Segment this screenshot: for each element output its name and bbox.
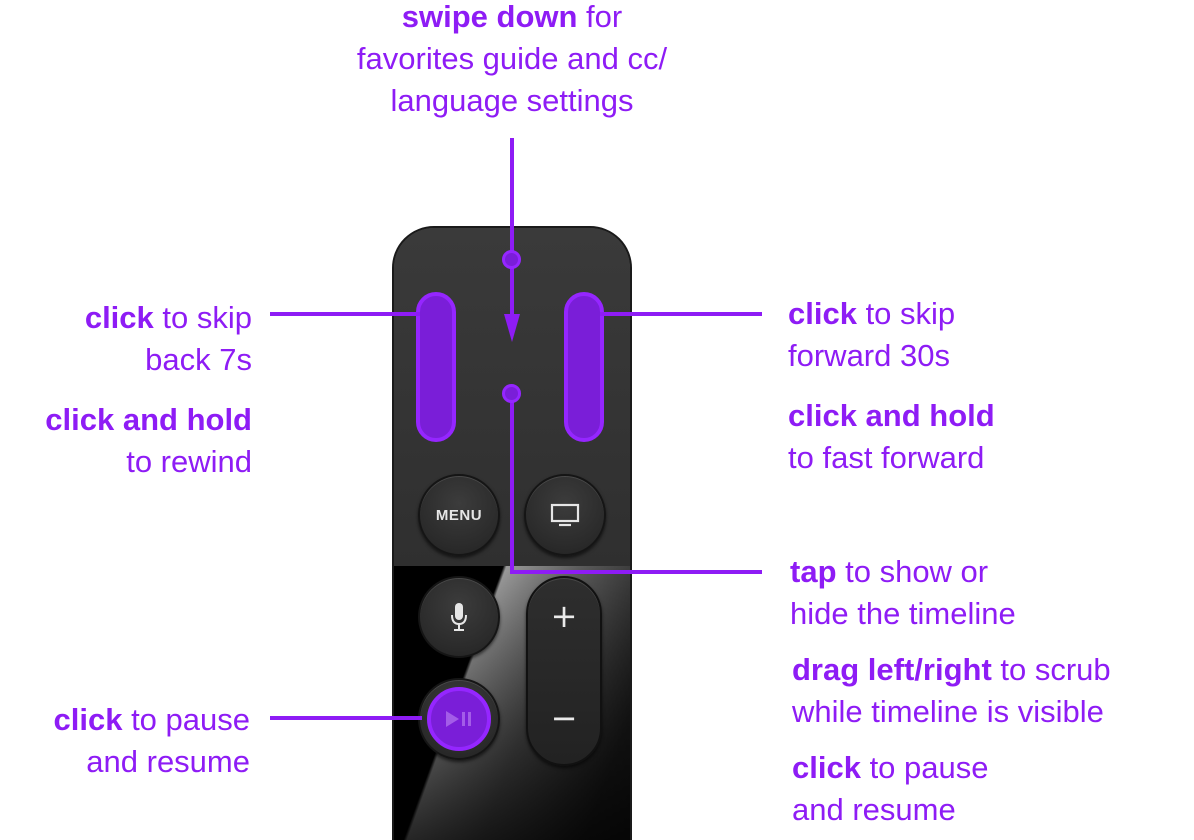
callout-text: and resume bbox=[86, 744, 250, 779]
callout-action: click bbox=[788, 296, 857, 331]
callout-text: hide the timeline bbox=[790, 596, 1016, 631]
callout-action: drag left/right bbox=[792, 652, 992, 687]
tap-line-vertical bbox=[510, 400, 514, 574]
swipe-line bbox=[510, 138, 514, 316]
callout-text: to skip bbox=[153, 300, 252, 335]
pause-callout-left: click to pause and resume bbox=[0, 699, 251, 783]
callout-text: while timeline is visible bbox=[792, 694, 1104, 729]
rewind-callout: click and hold to rewind bbox=[0, 399, 252, 483]
callout-action: click and hold bbox=[45, 402, 252, 437]
menu-button[interactable]: MENU bbox=[418, 474, 500, 556]
callout-text: back 7s bbox=[145, 342, 252, 377]
play-pause-button[interactable] bbox=[418, 678, 500, 760]
callout-action: click bbox=[84, 300, 154, 335]
callout-action: swipe down bbox=[401, 0, 578, 34]
callout-text: forward 30s bbox=[788, 338, 950, 373]
fast-forward-callout: click and hold to fast forward bbox=[788, 395, 995, 479]
callout-action: click bbox=[792, 750, 861, 785]
callout-text: to rewind bbox=[126, 444, 252, 479]
play-pause-icon bbox=[446, 711, 471, 727]
skip-forward-line bbox=[600, 312, 762, 316]
microphone-icon bbox=[451, 603, 467, 631]
tap-dot bbox=[502, 384, 521, 403]
skip-back-line bbox=[270, 312, 420, 316]
tv-button[interactable] bbox=[524, 474, 606, 556]
volume-down-icon[interactable]: − bbox=[550, 699, 578, 737]
skip-back-zone[interactable] bbox=[416, 292, 456, 442]
callout-action: click and hold bbox=[788, 398, 995, 433]
pause-line bbox=[270, 716, 422, 720]
callout-text: favorites guide and cc/ bbox=[356, 41, 668, 76]
scrub-callout: drag left/right to scrub while timeline … bbox=[792, 649, 1111, 733]
callout-action: click bbox=[53, 702, 123, 737]
tap-line-horizontal bbox=[510, 570, 762, 574]
tv-icon bbox=[550, 503, 580, 527]
callout-text: to skip bbox=[856, 296, 956, 331]
pause-callout-right: click to pause and resume bbox=[792, 747, 989, 831]
callout-text: and resume bbox=[792, 792, 956, 827]
callout-text: language settings bbox=[390, 83, 634, 118]
arrow-down-icon bbox=[504, 314, 520, 342]
volume-rocker[interactable]: + − bbox=[526, 576, 602, 766]
callout-action: tap bbox=[790, 554, 837, 589]
skip-forward-callout: click to skip forward 30s bbox=[788, 293, 955, 377]
callout-text: to fast forward bbox=[788, 440, 985, 475]
swipe-down-callout: swipe down for favorites guide and cc/ l… bbox=[300, 0, 724, 122]
volume-up-icon[interactable]: + bbox=[550, 597, 578, 635]
callout-text: for bbox=[577, 0, 623, 34]
callout-text: to scrub bbox=[991, 652, 1111, 687]
callout-text: to show or bbox=[836, 554, 989, 589]
play-pause-highlight bbox=[427, 687, 491, 751]
siri-button[interactable] bbox=[418, 576, 500, 658]
skip-forward-zone[interactable] bbox=[564, 292, 604, 442]
skip-back-callout: click to skip back 7s bbox=[0, 297, 252, 381]
menu-label: MENU bbox=[435, 506, 483, 524]
timeline-callout: tap to show or hide the timeline bbox=[790, 551, 1016, 635]
callout-text: to pause bbox=[860, 750, 989, 785]
swipe-start-dot bbox=[502, 250, 521, 269]
callout-text: to pause bbox=[122, 702, 250, 737]
